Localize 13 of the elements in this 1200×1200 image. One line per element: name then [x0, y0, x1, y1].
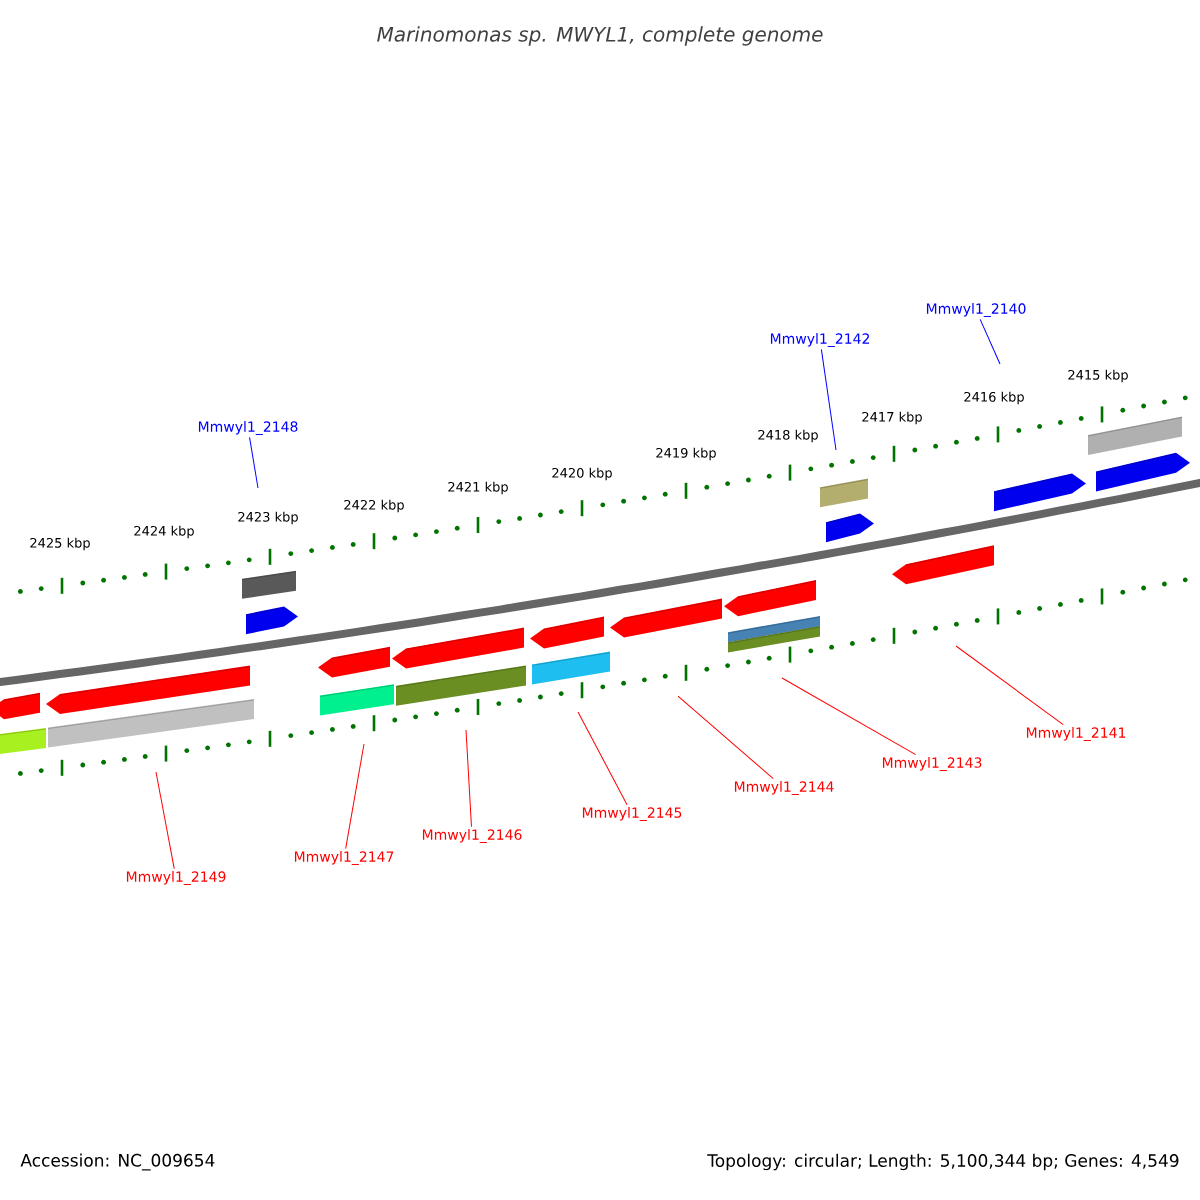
genome-info-text: Topology: circular; Length: 5,100,344 bp; Genes: 4,549 [707, 1153, 1179, 1171]
leader-line [677, 695, 774, 780]
title: Marinomonas sp. MWYL1, complete genome [377, 26, 823, 46]
leader-line [955, 645, 1064, 726]
leader-line [465, 729, 472, 828]
leader-line [781, 677, 917, 756]
leader-line [577, 711, 628, 806]
leader-line [820, 348, 837, 451]
leader-line [155, 771, 175, 870]
leader-line [345, 743, 365, 850]
leader-line [979, 318, 1001, 365]
accession-text: Accession: NC_009654 [20, 1153, 215, 1171]
leader-line [249, 436, 259, 489]
